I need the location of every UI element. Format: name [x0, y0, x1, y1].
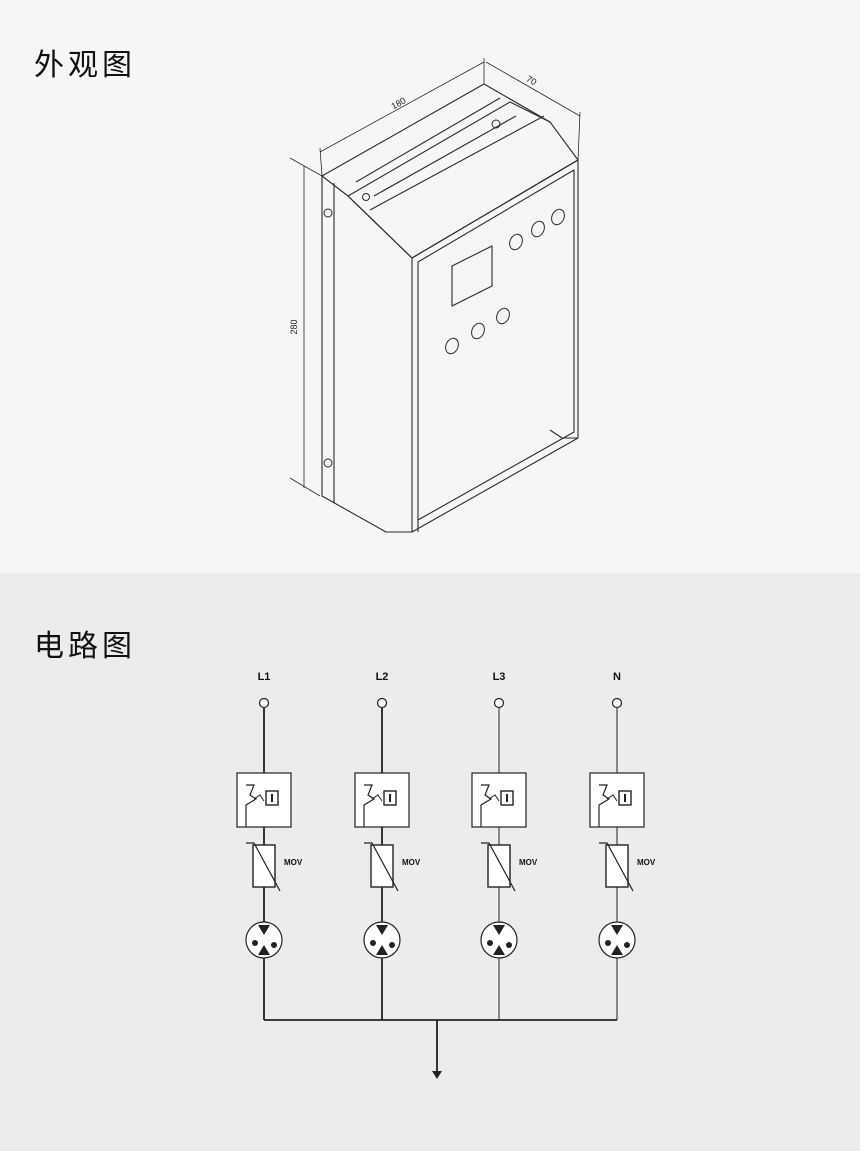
screw-icon — [491, 119, 501, 129]
terminal-icon — [611, 697, 623, 709]
thermal-switch-icon — [480, 784, 493, 827]
thermal-switch-icon — [598, 784, 611, 827]
mov-varistor-icon — [605, 844, 629, 888]
indicator-hole-icon — [496, 307, 510, 325]
screw-icon — [323, 458, 333, 468]
screw-icon — [323, 208, 333, 218]
dimension-lines — [289, 58, 581, 497]
dimension-width: 180 — [390, 95, 408, 111]
indicator-hole-icon — [445, 337, 459, 355]
dimension-depth: 70 — [525, 74, 539, 88]
appearance-section: 外观图 — [0, 0, 860, 573]
mov-varistor-icon — [487, 844, 511, 888]
terminal-icon — [493, 697, 505, 709]
circuit-branch: N MOV — [589, 671, 656, 1020]
enclosure-front-panel — [411, 159, 579, 533]
indicator-hole-icon — [551, 208, 565, 226]
ground-arrow-icon — [432, 1071, 442, 1079]
mov-label: MOV — [402, 858, 421, 867]
mov-label: MOV — [284, 858, 303, 867]
phase-label: L1 — [258, 671, 271, 683]
phase-label: L2 — [376, 671, 389, 683]
mov-label: MOV — [519, 858, 538, 867]
disconnector-box — [589, 772, 645, 828]
disconnector-box — [354, 772, 410, 828]
phase-label: L3 — [493, 671, 506, 683]
thermal-switch-icon — [245, 784, 258, 827]
disconnector-box — [471, 772, 527, 828]
appearance-title: 外观图 — [34, 48, 136, 83]
enclosure-top — [321, 83, 579, 259]
mov-label: MOV — [637, 858, 656, 867]
phase-label: N — [613, 671, 621, 683]
enclosure-drawing: 180 70 280 — [289, 58, 581, 533]
indicator-hole-icon — [471, 322, 485, 340]
terminal-icon — [376, 697, 388, 709]
dimension-height: 280 — [289, 319, 299, 334]
circuit-title: 电路图 — [34, 629, 136, 664]
indicator-hole-icon — [531, 220, 545, 238]
disconnector-box — [236, 772, 292, 828]
screw-icon — [362, 193, 370, 201]
indicator-hole-icon — [509, 233, 523, 251]
mov-varistor-icon — [252, 844, 276, 888]
thermal-switch-icon — [363, 784, 376, 827]
mov-varistor-icon — [370, 844, 394, 888]
terminal-icon — [258, 697, 270, 709]
display-window — [451, 245, 493, 307]
enclosure-left-panel — [321, 175, 413, 533]
